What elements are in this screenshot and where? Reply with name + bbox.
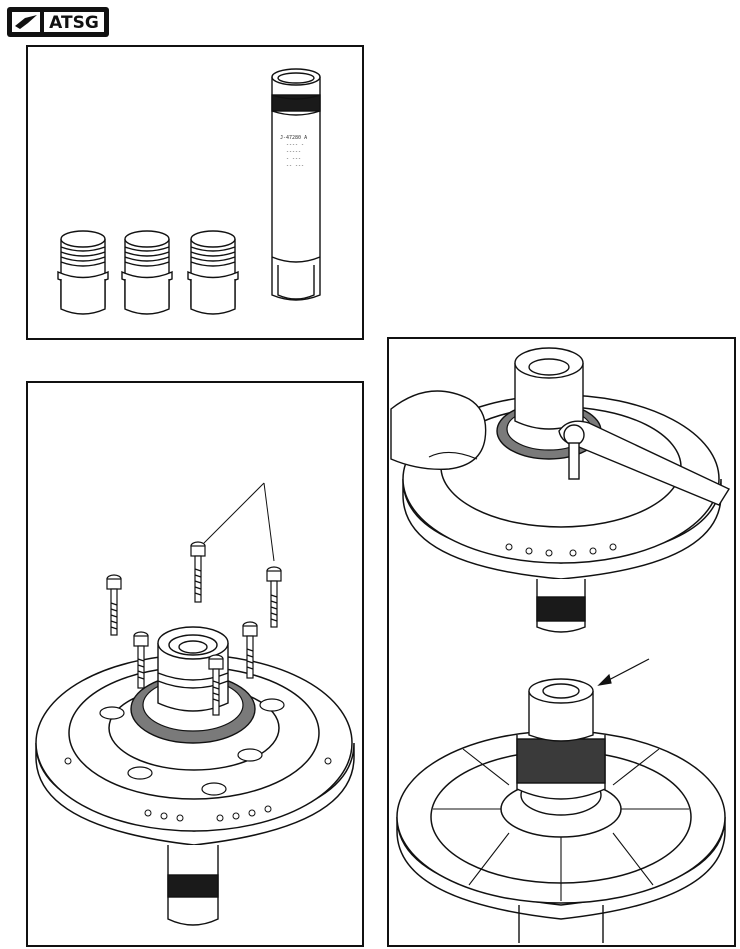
figure-pump-bolts [26,381,364,947]
bolt-bosses [99,698,285,796]
logo-text: ATSG [49,13,99,33]
torque-wrench [558,420,731,506]
bolt-4 [133,631,149,689]
callout-arrow [597,658,650,686]
upper-stator-hub [514,347,584,430]
figure-tools: J-47280 A ---- - ----- - --- -- --- [26,45,364,340]
sleeve-3 [187,230,239,315]
bolt-1 [106,574,122,636]
hand [390,390,487,470]
driver-tube [271,68,321,301]
tool-stamp-line-1: J-47280 A [280,135,307,141]
bolt-3 [266,566,282,628]
lower-pump-ribs [433,748,689,901]
tool-stamp-line-2: ---- - [286,142,304,148]
flange-holes [64,757,332,822]
stator-shaft [167,845,219,926]
seal-installer-tool [516,678,606,816]
upper-flange-holes [505,543,617,557]
sleeve-1 [57,230,109,315]
lower-tube [518,905,604,943]
callout-lines [203,482,275,562]
figure-torque-and-installer [387,337,736,947]
atsg-logo: ATSG [6,6,110,38]
upper-stator-shaft [536,579,586,633]
sleeve-2 [121,230,173,315]
bolt-2 [190,541,206,603]
tool-stamp-line-4: - --- [286,156,301,162]
tool-stamp-line-5: -- --- [286,163,304,169]
bolt-5 [242,621,258,679]
bolt-6 [208,654,224,716]
tool-stamp-line-3: ----- [286,149,301,155]
